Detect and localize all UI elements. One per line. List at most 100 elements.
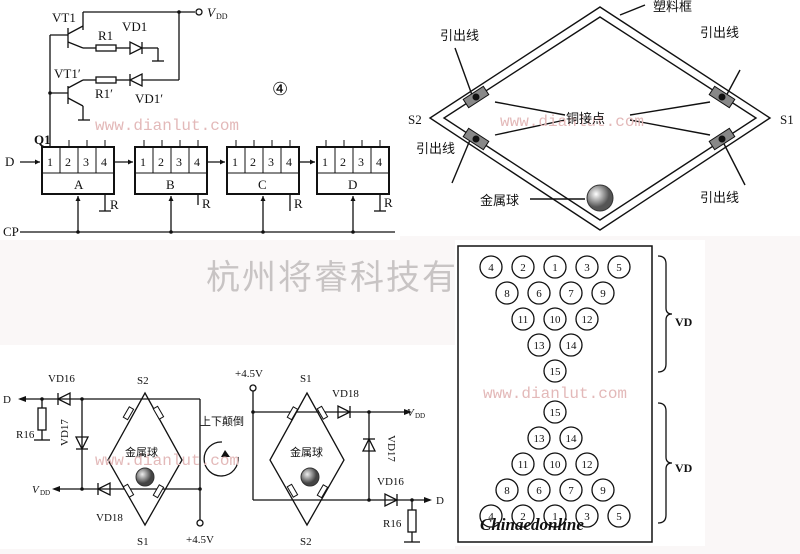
cell: 4 bbox=[101, 155, 107, 169]
metal-ball-icon bbox=[135, 467, 155, 487]
cell: 2 bbox=[250, 155, 256, 169]
bottom-vd-label: VD bbox=[675, 461, 693, 475]
right-ball-label: 金属球 bbox=[290, 445, 323, 459]
right-d-output: D bbox=[436, 495, 444, 507]
right-supply-label: +4.5V bbox=[235, 368, 263, 380]
led-circle bbox=[607, 255, 631, 279]
led-number: 10 bbox=[550, 314, 562, 326]
right-bottom-switch-label: S2 bbox=[300, 536, 312, 548]
site-watermark: www.dianlut.com bbox=[483, 385, 627, 403]
cell: 4 bbox=[194, 155, 200, 169]
led-circle bbox=[511, 504, 535, 528]
cell: 3 bbox=[176, 155, 182, 169]
label-cp: CP bbox=[3, 224, 19, 239]
label-vt1: VT1 bbox=[52, 10, 76, 25]
cell: 3 bbox=[358, 155, 364, 169]
top-vd-label: VD bbox=[675, 315, 693, 329]
led-circle bbox=[511, 255, 535, 279]
tilt-switch-diagram: www.dianlut.com 塑料框 引出线 引出线 引出线 引出线 铜接点 … bbox=[408, 0, 794, 231]
led-circle bbox=[543, 307, 567, 331]
cell: 3 bbox=[268, 155, 274, 169]
led-number: 4 bbox=[488, 511, 494, 523]
led-number: 7 bbox=[568, 288, 574, 300]
metal-ball-icon bbox=[300, 467, 320, 487]
metal-ball-icon bbox=[586, 184, 614, 212]
shift-register-panel: www.dianlut.com VT1 VT1′ R1 R1′ VD1 VD1′… bbox=[0, 0, 400, 240]
led-number: 12 bbox=[582, 459, 593, 471]
led-circle bbox=[591, 281, 615, 305]
s2-label: S2 bbox=[408, 112, 422, 127]
reset-label: R bbox=[110, 197, 119, 212]
led-circle bbox=[559, 478, 583, 502]
site-watermark: www.dianlut.com bbox=[95, 452, 239, 470]
left-r16-label: R16 bbox=[16, 429, 35, 441]
led-number: 6 bbox=[536, 288, 542, 300]
led-circle bbox=[527, 426, 551, 450]
led-number: 10 bbox=[550, 459, 562, 471]
left-vd18-label: VD18 bbox=[96, 512, 123, 524]
led-circle bbox=[495, 478, 519, 502]
right-r16-label: R16 bbox=[383, 518, 402, 530]
led-circle bbox=[543, 400, 567, 424]
cell: 1 bbox=[322, 155, 328, 169]
led-circle bbox=[591, 478, 615, 502]
led-circle bbox=[559, 333, 583, 357]
led-number: 13 bbox=[534, 340, 546, 352]
tilt-circuit-diagram: www.dianlut.com S2 S1 VD16 VD17 VD18 R16… bbox=[3, 368, 444, 548]
led-number: 12 bbox=[582, 314, 593, 326]
lead-label: 引出线 bbox=[440, 28, 479, 43]
led-number: 14 bbox=[566, 340, 578, 352]
led-number: 1 bbox=[552, 262, 558, 274]
cell: 2 bbox=[158, 155, 164, 169]
led-number: 11 bbox=[518, 459, 529, 471]
led-circle bbox=[559, 426, 583, 450]
tilt-switch-panel: www.dianlut.com 塑料框 引出线 引出线 引出线 引出线 铜接点 … bbox=[400, 0, 800, 236]
shift-register-diagram: www.dianlut.com VT1 VT1′ R1 R1′ VD1 VD1′… bbox=[3, 5, 395, 239]
left-top-switch-label: S2 bbox=[137, 375, 149, 387]
left-bottom-switch-label: S1 bbox=[137, 536, 149, 548]
left-vd17-label: VD17 bbox=[59, 419, 71, 446]
led-board-frame bbox=[457, 245, 653, 543]
left-ball-label: 金属球 bbox=[125, 445, 158, 459]
led-circle bbox=[575, 504, 599, 528]
reset-label: R bbox=[384, 195, 393, 210]
led-number: 1 bbox=[552, 511, 558, 523]
led-number: 15 bbox=[550, 407, 562, 419]
right-vd18-label: VD18 bbox=[332, 388, 359, 400]
brand-watermark: Chinaedonline bbox=[480, 515, 584, 534]
led-number: 5 bbox=[616, 511, 622, 523]
cell: 2 bbox=[340, 155, 346, 169]
lead-label: 引出线 bbox=[700, 190, 739, 205]
right-vdd-sub: DD bbox=[415, 412, 425, 420]
register-c-label: C bbox=[258, 177, 267, 192]
left-vdd-output: V bbox=[32, 484, 40, 496]
led-circle bbox=[575, 452, 599, 476]
led-circle bbox=[479, 255, 503, 279]
register-a-label: A bbox=[74, 177, 84, 192]
contacts-label: 铜接点 bbox=[566, 111, 605, 126]
led-circle bbox=[543, 504, 567, 528]
led-circle bbox=[495, 281, 519, 305]
led-number: 15 bbox=[550, 366, 562, 378]
label-r1: R1 bbox=[98, 28, 113, 43]
right-top-switch-label: S1 bbox=[300, 373, 312, 385]
label-vd1-prime: VD1′ bbox=[135, 91, 163, 106]
led-circle bbox=[575, 307, 599, 331]
led-circle bbox=[527, 478, 551, 502]
register-b-label: B bbox=[166, 177, 175, 192]
led-number: 14 bbox=[566, 433, 578, 445]
left-vdd-sub: DD bbox=[40, 489, 50, 497]
left-supply-label: +4.5V bbox=[186, 534, 214, 546]
led-circle bbox=[543, 255, 567, 279]
cell: 2 bbox=[65, 155, 71, 169]
s1-label: S1 bbox=[780, 112, 794, 127]
led-circle bbox=[527, 333, 551, 357]
ball-label: 金属球 bbox=[480, 193, 519, 208]
bottom-brace bbox=[657, 402, 673, 524]
led-circle bbox=[607, 504, 631, 528]
led-number: 3 bbox=[584, 262, 590, 274]
led-number: 7 bbox=[568, 485, 574, 497]
site-watermark: www.dianlut.com bbox=[500, 113, 644, 131]
